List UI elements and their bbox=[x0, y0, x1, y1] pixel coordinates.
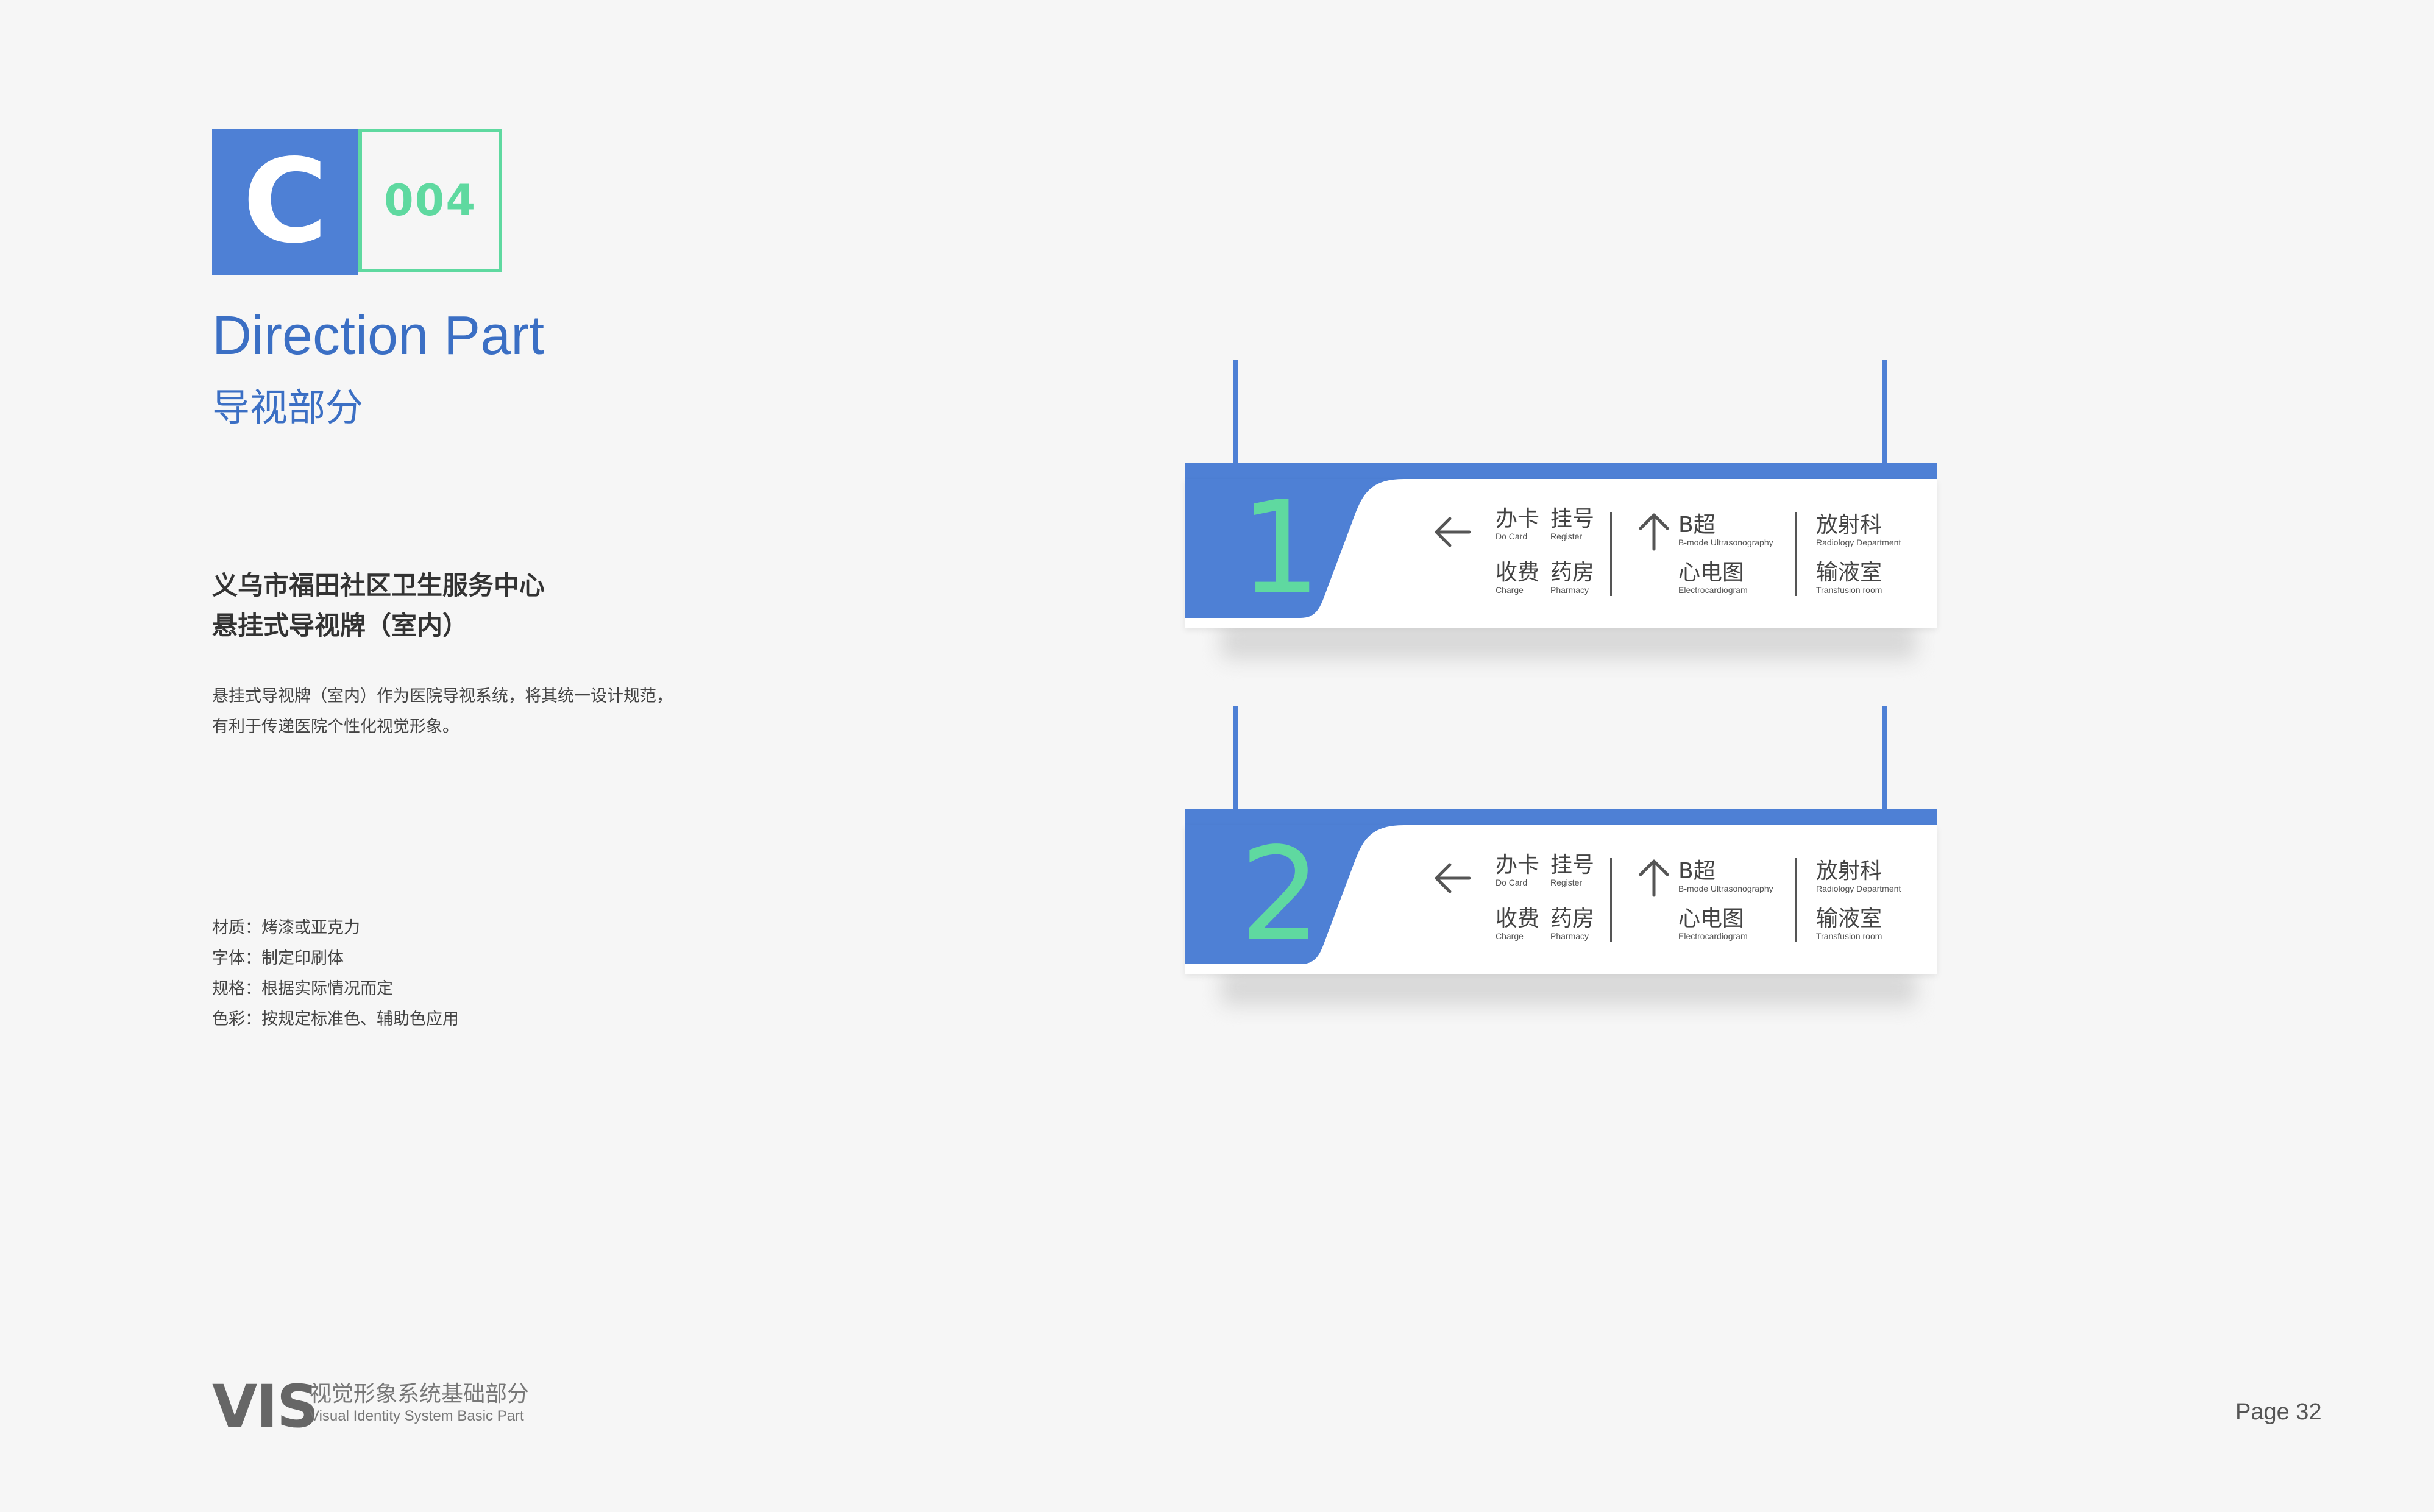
sign-divider bbox=[1610, 858, 1612, 942]
spec-size: 规格：根据实际情况而定 bbox=[212, 979, 393, 998]
sign-top-bar bbox=[1185, 809, 1937, 825]
spec-material: 材质：烤漆或亚克力 bbox=[212, 918, 360, 937]
hanging-rod-right bbox=[1882, 360, 1887, 463]
hanging-rod-right bbox=[1882, 706, 1887, 809]
section-number: 004 bbox=[383, 176, 477, 225]
footer-title-en: Visual Identity System Basic Part bbox=[310, 1408, 524, 1424]
spec-font: 字体：制定印刷体 bbox=[212, 949, 344, 968]
spec-color: 色彩：按规定标准色、辅助色应用 bbox=[212, 1010, 459, 1029]
description: 悬挂式导视牌（室内）作为医院导视系统，将其统一设计规范， 有利于传递医院个性化视… bbox=[212, 681, 673, 742]
section-letter-badge: C bbox=[212, 129, 358, 275]
page-title-en: Direction Part bbox=[212, 305, 545, 366]
sign-title-line1: 义乌市福田社区卫生服务中心 bbox=[212, 570, 545, 600]
spec-list: 材质：烤漆或亚克力 字体：制定印刷体 规格：根据实际情况而定 色彩：按规定标准色… bbox=[212, 913, 459, 1035]
vis-logo: VIS bbox=[212, 1372, 319, 1441]
description-line1: 悬挂式导视牌（室内）作为医院导视系统，将其统一设计规范， bbox=[212, 687, 673, 706]
sign-number-block bbox=[1185, 825, 1404, 964]
sign-number: 1 bbox=[1240, 474, 1321, 623]
arrow-left-icon bbox=[1435, 863, 1471, 893]
hanging-rod-left bbox=[1233, 360, 1238, 463]
sign-number: 2 bbox=[1240, 820, 1321, 969]
description-line2: 有利于传递医院个性化视觉形象。 bbox=[212, 717, 459, 736]
sign-top-bar bbox=[1185, 463, 1937, 479]
sign-shadow bbox=[1221, 969, 1916, 1006]
footer-title-cn: 视觉形象系统基础部分 bbox=[310, 1382, 530, 1407]
sign-number-block bbox=[1185, 479, 1404, 618]
page-number: Page 32 bbox=[2235, 1399, 2322, 1425]
sign-divider bbox=[1795, 858, 1797, 942]
sign-divider bbox=[1610, 512, 1612, 596]
arrow-up-icon bbox=[1639, 513, 1669, 551]
hanging-rod-left bbox=[1233, 706, 1238, 809]
sign-divider bbox=[1795, 512, 1797, 596]
arrow-left-icon bbox=[1435, 517, 1471, 547]
page-title-cn: 导视部分 bbox=[212, 385, 364, 430]
section-number-frame bbox=[358, 129, 502, 272]
sign-title: 义乌市福田社区卫生服务中心 悬挂式导视牌（室内） bbox=[212, 566, 545, 646]
sign-title-line2: 悬挂式导视牌（室内） bbox=[212, 611, 469, 641]
arrow-up-icon bbox=[1639, 859, 1669, 897]
sign-shadow bbox=[1221, 623, 1916, 659]
